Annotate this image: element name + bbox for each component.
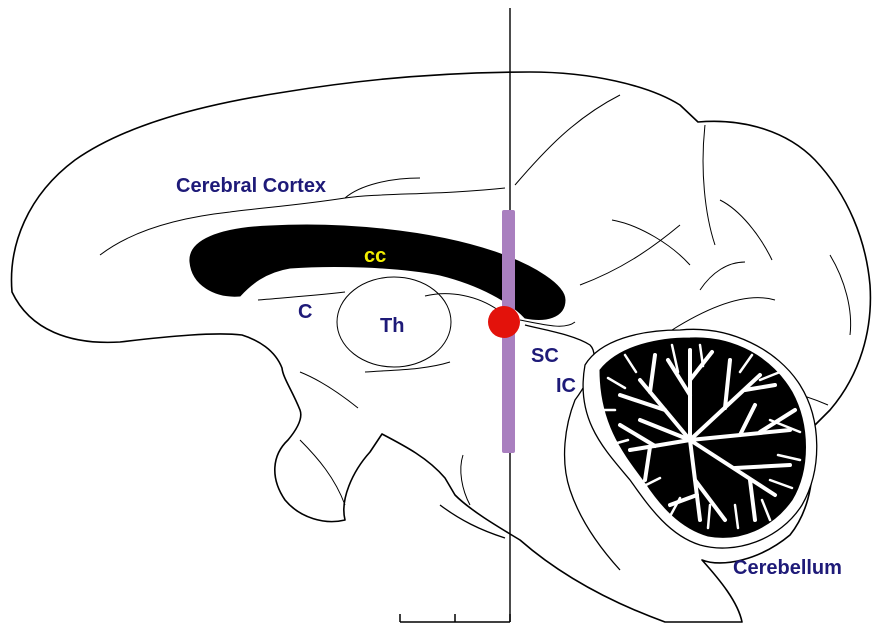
label-cerebellum: Cerebellum [733,557,842,579]
label-cerebral-cortex: Cerebral Cortex [176,175,326,197]
target-dot [488,306,520,338]
label-caudate: C [298,301,312,323]
label-thalamus: Th [380,315,404,337]
scale-bar [400,614,510,622]
label-inferior-colliculus: IC [556,375,576,397]
label-superior-colliculus: SC [531,345,559,367]
label-corpus-callosum: cc [364,245,386,267]
